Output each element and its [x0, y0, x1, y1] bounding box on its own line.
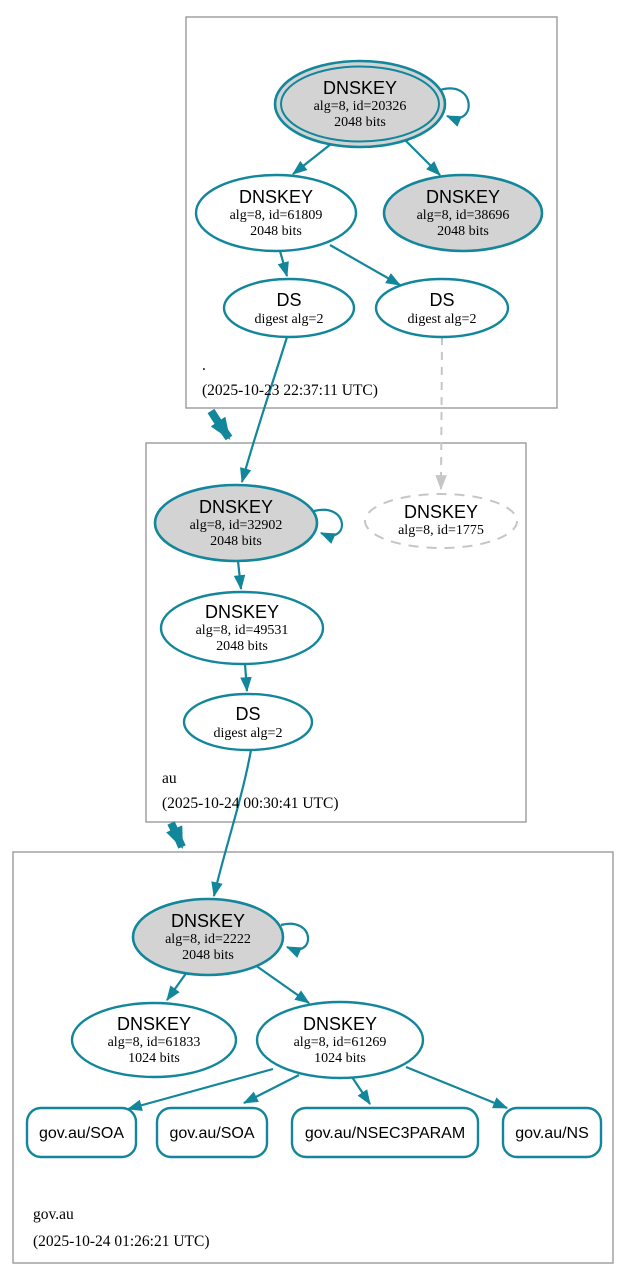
dnskey-20326-title: DNSKEY — [323, 78, 397, 98]
edge-root-ds-to-au-ksk — [240, 336, 289, 484]
ds-root-right-title: DS — [429, 290, 454, 310]
edge-delegation-root-to-au — [207, 408, 233, 441]
dnskey-node-20326[interactable] — [273, 59, 447, 149]
dnskey-49531-title: DNSKEY — [205, 602, 279, 622]
dnskey-node-61809[interactable] — [194, 173, 358, 253]
ds-au-title: DS — [235, 704, 260, 724]
edge-root-ds-to-au-dnskey1775-dashed — [435, 336, 447, 491]
edge-delegation-au-to-govau — [166, 821, 186, 850]
edge-govau-zsk61269-to-ns — [405, 1065, 509, 1110]
dnskey-2222-bits: 2048 bits — [182, 948, 234, 963]
rrset-govau-ns-label: gov.au/NS — [515, 1125, 589, 1142]
edge-govau-zsk61269-to-nsec3param — [351, 1076, 371, 1105]
edge-root-ksk-to-zsk — [292, 143, 332, 175]
dnskey-49531-bits: 2048 bits — [216, 639, 268, 654]
dnskey-2222-meta: alg=8, id=2222 — [165, 932, 251, 947]
dnskey-61809-meta: alg=8, id=61809 — [230, 208, 323, 223]
edge-root-ksk-to-ksk38696 — [404, 139, 441, 176]
dnskey-node-2222[interactable] — [131, 897, 285, 977]
dnskey-node-20326-inner-ring — [280, 65, 440, 143]
edge-govau-ksk-to-zsk61833 — [166, 971, 188, 1001]
dnskey-61833-meta: alg=8, id=61833 — [108, 1035, 201, 1050]
ds-node-au[interactable] — [182, 692, 314, 752]
rrset-govau-soa-1-label: gov.au/SOA — [39, 1125, 124, 1142]
dnskey-node-1775[interactable] — [364, 493, 518, 549]
dnskey-61269-meta: alg=8, id=61269 — [294, 1035, 387, 1050]
edge-root-ksk-selfloop — [439, 87, 470, 127]
edge-govau-zsk61269-to-soa1 — [126, 1067, 274, 1111]
zone-box-root — [185, 16, 558, 409]
ds-node-root-right[interactable] — [374, 277, 510, 339]
rrset-node-govau-soa-1[interactable] — [25, 1106, 138, 1159]
dnskey-node-61269[interactable] — [255, 1000, 425, 1080]
rrset-node-govau-soa-2[interactable] — [155, 1106, 269, 1159]
dnskey-32902-meta: alg=8, id=32902 — [190, 518, 283, 533]
edge-govau-ksk-to-zsk61269 — [254, 964, 310, 1004]
rrset-node-govau-nsec3param[interactable] — [290, 1106, 480, 1159]
dnskey-node-38696[interactable] — [382, 173, 544, 253]
dnskey-61269-bits: 1024 bits — [314, 1051, 366, 1066]
zone-timestamp-govau: (2025-10-24 01:26:21 UTC) — [33, 1233, 210, 1250]
dnskey-61809-bits: 2048 bits — [250, 224, 302, 239]
dnskey-2222-title: DNSKEY — [171, 911, 245, 931]
dnskey-node-49531[interactable] — [159, 590, 325, 666]
dnskey-1775-title: DNSKEY — [404, 502, 478, 522]
dnskey-38696-title: DNSKEY — [426, 187, 500, 207]
ds-au-meta: digest alg=2 — [214, 726, 283, 741]
zone-label-govau: gov.au — [33, 1206, 74, 1223]
edge-govau-zsk61269-to-soa2 — [242, 1074, 300, 1104]
rrset-node-govau-ns[interactable] — [501, 1106, 603, 1159]
dnskey-61809-title: DNSKEY — [239, 187, 313, 207]
ds-root-left-meta: digest alg=2 — [255, 312, 324, 327]
dnskey-38696-meta: alg=8, id=38696 — [417, 208, 510, 223]
zone-timestamp-au: (2025-10-24 00:30:41 UTC) — [162, 795, 339, 812]
edge-au-ksk-selfloop — [313, 508, 344, 544]
rrset-govau-soa-2-label: gov.au/SOA — [169, 1125, 254, 1142]
ds-node-root-left[interactable] — [222, 277, 356, 339]
ds-root-left-title: DS — [276, 290, 301, 310]
zone-timestamp-root: (2025-10-23 22:37:11 UTC) — [202, 382, 378, 399]
ds-root-right-meta: digest alg=2 — [408, 312, 477, 327]
edge-au-ds-to-govau-ksk — [211, 749, 253, 898]
dnskey-61833-bits: 1024 bits — [128, 1051, 180, 1066]
dnskey-node-61833[interactable] — [70, 1001, 238, 1079]
rrset-govau-nsec3param-label: gov.au/NSEC3PARAM — [305, 1125, 465, 1142]
dnskey-32902-bits: 2048 bits — [210, 534, 262, 549]
edge-root-zsk-to-ds-right — [329, 244, 402, 286]
dnskey-20326-meta: alg=8, id=20326 — [314, 99, 407, 114]
dnskey-20326-bits: 2048 bits — [334, 115, 386, 130]
dnskey-49531-meta: alg=8, id=49531 — [196, 623, 289, 638]
dnskey-node-32902[interactable] — [153, 483, 319, 563]
zone-label-root: . — [202, 357, 206, 374]
dnskey-61269-title: DNSKEY — [303, 1014, 377, 1034]
dnskey-32902-title: DNSKEY — [199, 497, 273, 517]
zone-box-au — [145, 442, 527, 823]
edge-au-ksk-to-zsk — [233, 560, 246, 591]
edge-root-zsk-to-ds-left — [277, 250, 289, 278]
dnskey-38696-bits: 2048 bits — [437, 224, 489, 239]
zone-box-govau — [12, 851, 614, 1264]
dnskey-1775-meta: alg=8, id=1775 — [398, 523, 484, 538]
edge-govau-ksk-selfloop — [280, 922, 310, 958]
dnskey-61833-title: DNSKEY — [117, 1014, 191, 1034]
edge-au-zsk-to-ds — [240, 663, 252, 693]
zone-label-au: au — [162, 770, 177, 787]
